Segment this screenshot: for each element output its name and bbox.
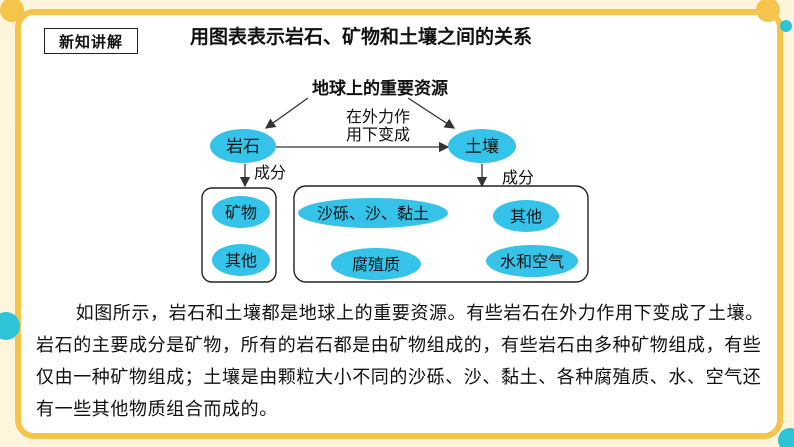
corner-dot-top-left: [0, 0, 24, 22]
side-dot-left: [0, 312, 20, 340]
relation-text-line2: 用下变成: [346, 125, 410, 144]
component-label-sand-clay: 沙砾、沙、黏土: [317, 204, 429, 223]
component-label-mineral: 矿物: [225, 203, 257, 222]
corner-dot-small-right: [780, 20, 792, 32]
component-node-water-air: [486, 245, 578, 277]
explanation-paragraph: 如图所示，岩石和土壤都是地球上的重要资源。有些岩石在外力作用下变成了土壤。岩石的…: [36, 303, 764, 420]
component-label-water-air: 水和空气: [500, 252, 564, 271]
soil-component-label: 成分: [502, 168, 534, 187]
corner-dot-bottom-right: [778, 428, 794, 447]
rock-components-box: [201, 187, 277, 283]
component-label-rock-other: 其他: [225, 251, 257, 270]
rock-label: 岩石: [226, 137, 260, 157]
soil-components-box: [293, 185, 589, 283]
component-node-soil-other: [493, 200, 559, 232]
diagram-heading: 地球上的重要资源: [312, 78, 448, 99]
frame-border: [15, 9, 783, 439]
slide-title: 用图表表示岩石、矿物和土壤之间的关系: [190, 26, 533, 48]
rock-node: [210, 129, 276, 163]
relation-text-line1: 在外力作: [346, 107, 410, 126]
corner-dot-top-right: [756, 0, 780, 22]
component-node-mineral: [212, 196, 270, 228]
soil-node: [448, 129, 516, 163]
component-label-humus: 腐殖质: [352, 255, 400, 274]
component-label-soil-other: 其他: [510, 207, 542, 226]
soil-label: 土壤: [465, 136, 499, 157]
component-node-humus: [331, 248, 421, 280]
arrow-heading-to-soil: [407, 97, 456, 129]
rock-component-label: 成分: [254, 163, 286, 182]
section-tag: 新知讲解: [44, 28, 138, 54]
component-node-rock-other: [212, 244, 270, 276]
component-node-sand-clay: [298, 198, 448, 228]
arrow-heading-to-rock: [264, 97, 309, 129]
relationship-diagram: 地球上的重要资源 在外力作 用下变成 岩石 土壤 成分 成分 矿物 其他 沙砾、…: [201, 78, 589, 283]
